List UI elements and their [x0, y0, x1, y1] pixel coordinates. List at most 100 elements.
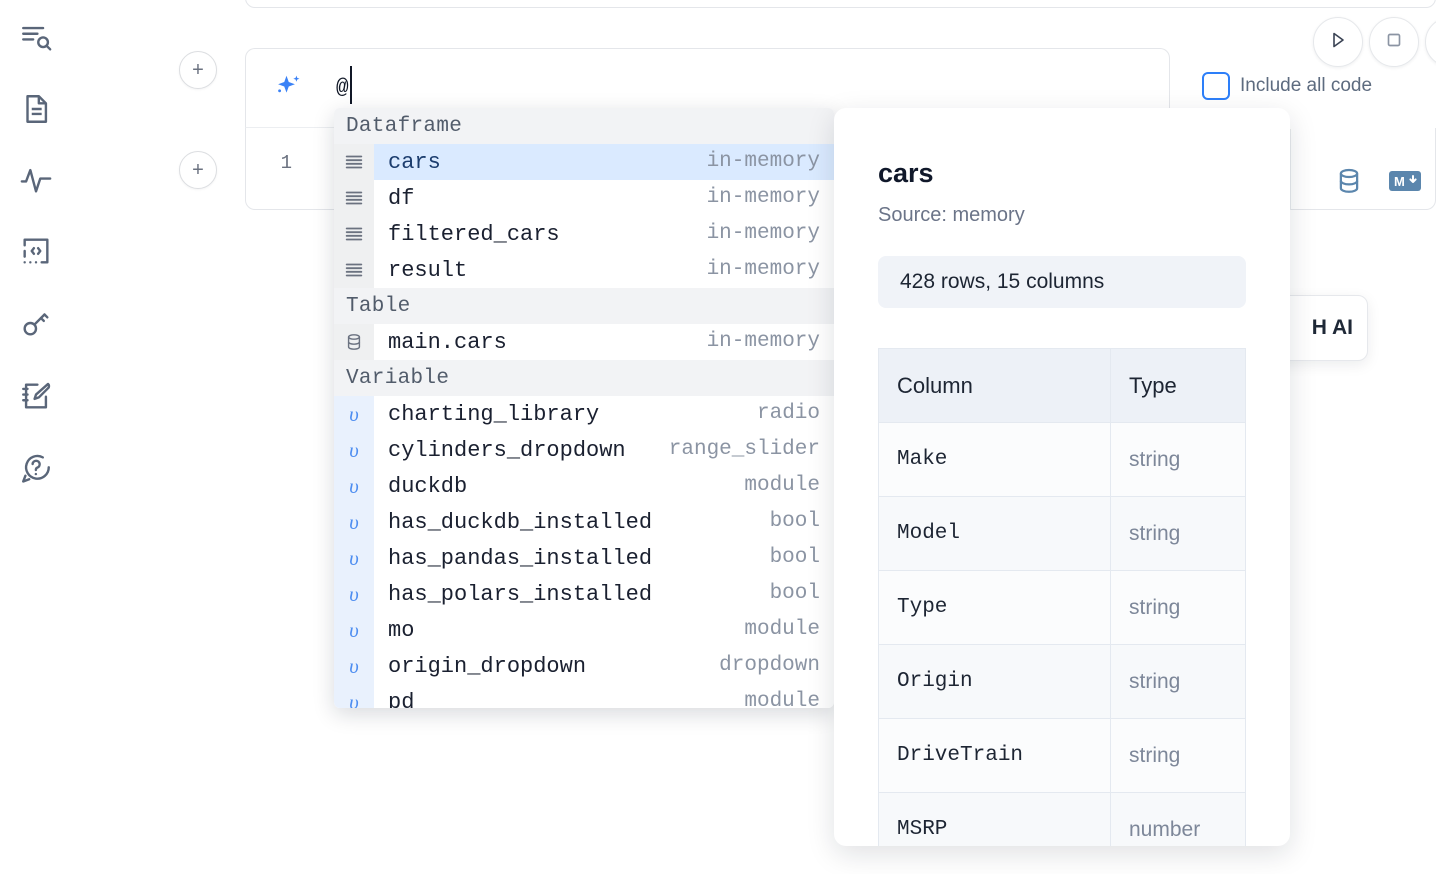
markdown-cell-button[interactable]: M	[1388, 166, 1422, 200]
schema-column-name: Origin	[878, 644, 1111, 719]
completion-item-meta: module	[744, 618, 820, 641]
schema-column-type: string	[1110, 496, 1246, 571]
rail-item-secrets[interactable]	[12, 299, 60, 347]
completion-item[interactable]: main.cars in-memory	[334, 324, 834, 360]
completion-item[interactable]: υ has_duckdb_installed bool	[334, 504, 834, 540]
completion-group-header: Dataframe	[334, 108, 834, 144]
variable-icon: υ	[334, 432, 374, 468]
include-all-code-label: Include all code	[1240, 75, 1373, 96]
rail-item-notebook[interactable]	[12, 85, 60, 133]
scratchpad-edit-icon	[19, 379, 53, 413]
schema-column-type: number	[1110, 792, 1246, 846]
svg-text:M: M	[1394, 174, 1405, 189]
cell-toolbar-divider	[1290, 129, 1291, 210]
ai-prompt-input[interactable]	[336, 71, 1136, 105]
completion-item-meta: module	[744, 690, 820, 708]
stop-cell-button[interactable]	[1369, 17, 1419, 67]
completion-item-name: has_duckdb_installed	[388, 509, 653, 535]
sparkle-icon	[268, 69, 308, 109]
plus-icon: +	[192, 159, 204, 181]
completion-item-meta: in-memory	[706, 150, 820, 173]
dataframe-preview-card: cars Source: memory 428 rows, 15 columns…	[834, 108, 1290, 846]
preview-source: Source: memory	[878, 204, 1025, 226]
variable-icon: υ	[334, 396, 374, 432]
completion-item-meta: in-memory	[706, 330, 820, 353]
generate-with-ai-label: H AI	[1311, 316, 1353, 339]
rail-item-help[interactable]	[12, 444, 60, 492]
variable-icon: υ	[334, 504, 374, 540]
code-snippet-icon	[19, 234, 53, 268]
completion-item-meta: in-memory	[706, 258, 820, 281]
preview-title: cars	[878, 158, 934, 188]
completion-item-name: has_polars_installed	[388, 581, 653, 607]
sql-cell-button[interactable]	[1332, 166, 1366, 200]
variable-icon: υ	[334, 684, 374, 708]
schema-column-name: Model	[878, 496, 1111, 571]
completion-item-meta: dropdown	[719, 654, 820, 677]
completion-group-header: Table	[334, 288, 834, 324]
left-icon-rail	[0, 0, 72, 874]
column-header-column: Column	[878, 348, 1111, 423]
activity-icon	[19, 163, 53, 197]
completion-item-meta: radio	[756, 402, 820, 425]
key-icon	[19, 306, 53, 340]
variable-icon: υ	[334, 576, 374, 612]
include-all-code-checkbox[interactable]	[1202, 72, 1230, 100]
text-cursor	[350, 66, 352, 104]
rail-item-snippets[interactable]	[12, 227, 60, 275]
database-icon	[1334, 166, 1364, 201]
variable-icon: υ	[334, 468, 374, 504]
completion-item-name: pd	[388, 689, 415, 709]
play-icon	[1326, 28, 1350, 57]
table-rows-icon	[334, 252, 374, 288]
help-chat-icon	[19, 451, 53, 485]
include-all-code-control[interactable]: Include all code	[1202, 72, 1372, 100]
preview-shape-chip: 428 rows, 15 columns	[878, 256, 1246, 308]
run-cell-button[interactable]	[1313, 17, 1363, 67]
variable-icon: υ	[334, 648, 374, 684]
add-cell-button-top[interactable]: +	[179, 51, 217, 89]
variable-icon: υ	[334, 540, 374, 576]
rail-item-activity[interactable]	[12, 156, 60, 204]
completion-item-meta: in-memory	[706, 186, 820, 209]
completion-group-header: Variable	[334, 360, 834, 396]
variable-icon: υ	[334, 612, 374, 648]
completion-item-name: main.cars	[388, 329, 507, 355]
completion-item-meta: bool	[769, 510, 820, 533]
table-rows-icon	[334, 216, 374, 252]
table-header-row: Column Type	[878, 348, 1246, 423]
markdown-icon: M	[1389, 169, 1421, 198]
completion-item[interactable]: υ origin_dropdown dropdown	[334, 648, 834, 684]
more-actions-button[interactable]	[1425, 17, 1436, 67]
add-cell-button-bottom[interactable]: +	[179, 151, 217, 189]
rail-item-file-explorer[interactable]	[12, 14, 60, 62]
line-number: 1	[280, 152, 292, 174]
completion-item-name: duckdb	[388, 473, 468, 499]
completion-item-name: has_pandas_installed	[388, 545, 653, 571]
schema-column-name: Make	[878, 422, 1111, 497]
completion-item[interactable]: df in-memory	[334, 180, 834, 216]
completion-item-name: df	[388, 185, 415, 211]
rail-item-scratchpad[interactable]	[12, 372, 60, 420]
completion-item-name: origin_dropdown	[388, 653, 587, 679]
cell-above-partial	[245, 0, 1436, 8]
completion-item-name: filtered_cars	[388, 221, 560, 247]
plus-icon: +	[192, 59, 204, 81]
